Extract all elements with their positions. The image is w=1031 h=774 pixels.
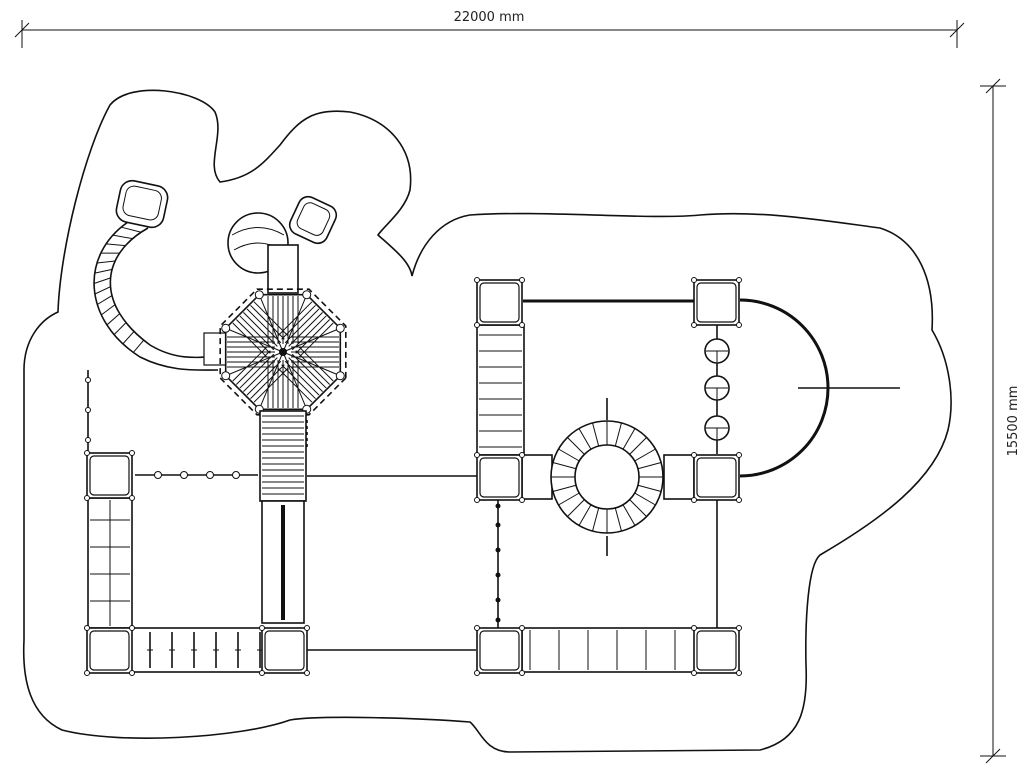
- width-dimension: 22000 mm: [14, 10, 965, 48]
- height-dimension: 15500 mm: [980, 78, 1021, 764]
- slide-entry-hood: [115, 179, 169, 229]
- deck: [259, 625, 310, 676]
- tube-slide: [93, 179, 227, 371]
- bottom-left-bridge: [130, 627, 264, 673]
- deck: [474, 625, 525, 676]
- top-slide: [227, 195, 338, 294]
- right-climbing-ladder: [476, 324, 525, 456]
- deck: [691, 452, 742, 503]
- left-climbing-ladder: [87, 497, 133, 629]
- height-label: 15500 mm: [1006, 386, 1021, 457]
- octagon-tower: [219, 288, 347, 416]
- platform-decks: [84, 277, 742, 676]
- width-label: 22000 mm: [454, 10, 525, 25]
- deck: [84, 450, 135, 501]
- deck: [84, 625, 135, 676]
- ring-climber: [521, 420, 695, 534]
- arc-climber: [739, 298, 900, 478]
- round-panels: [704, 338, 730, 441]
- safety-zone-outline: [22, 89, 952, 753]
- deck: [474, 452, 525, 503]
- central-slide: [259, 410, 308, 624]
- deck: [691, 625, 742, 676]
- deck: [474, 277, 525, 328]
- rope-beads: [85, 377, 501, 623]
- bottom-right-bridge: [521, 627, 697, 673]
- deck: [691, 277, 742, 328]
